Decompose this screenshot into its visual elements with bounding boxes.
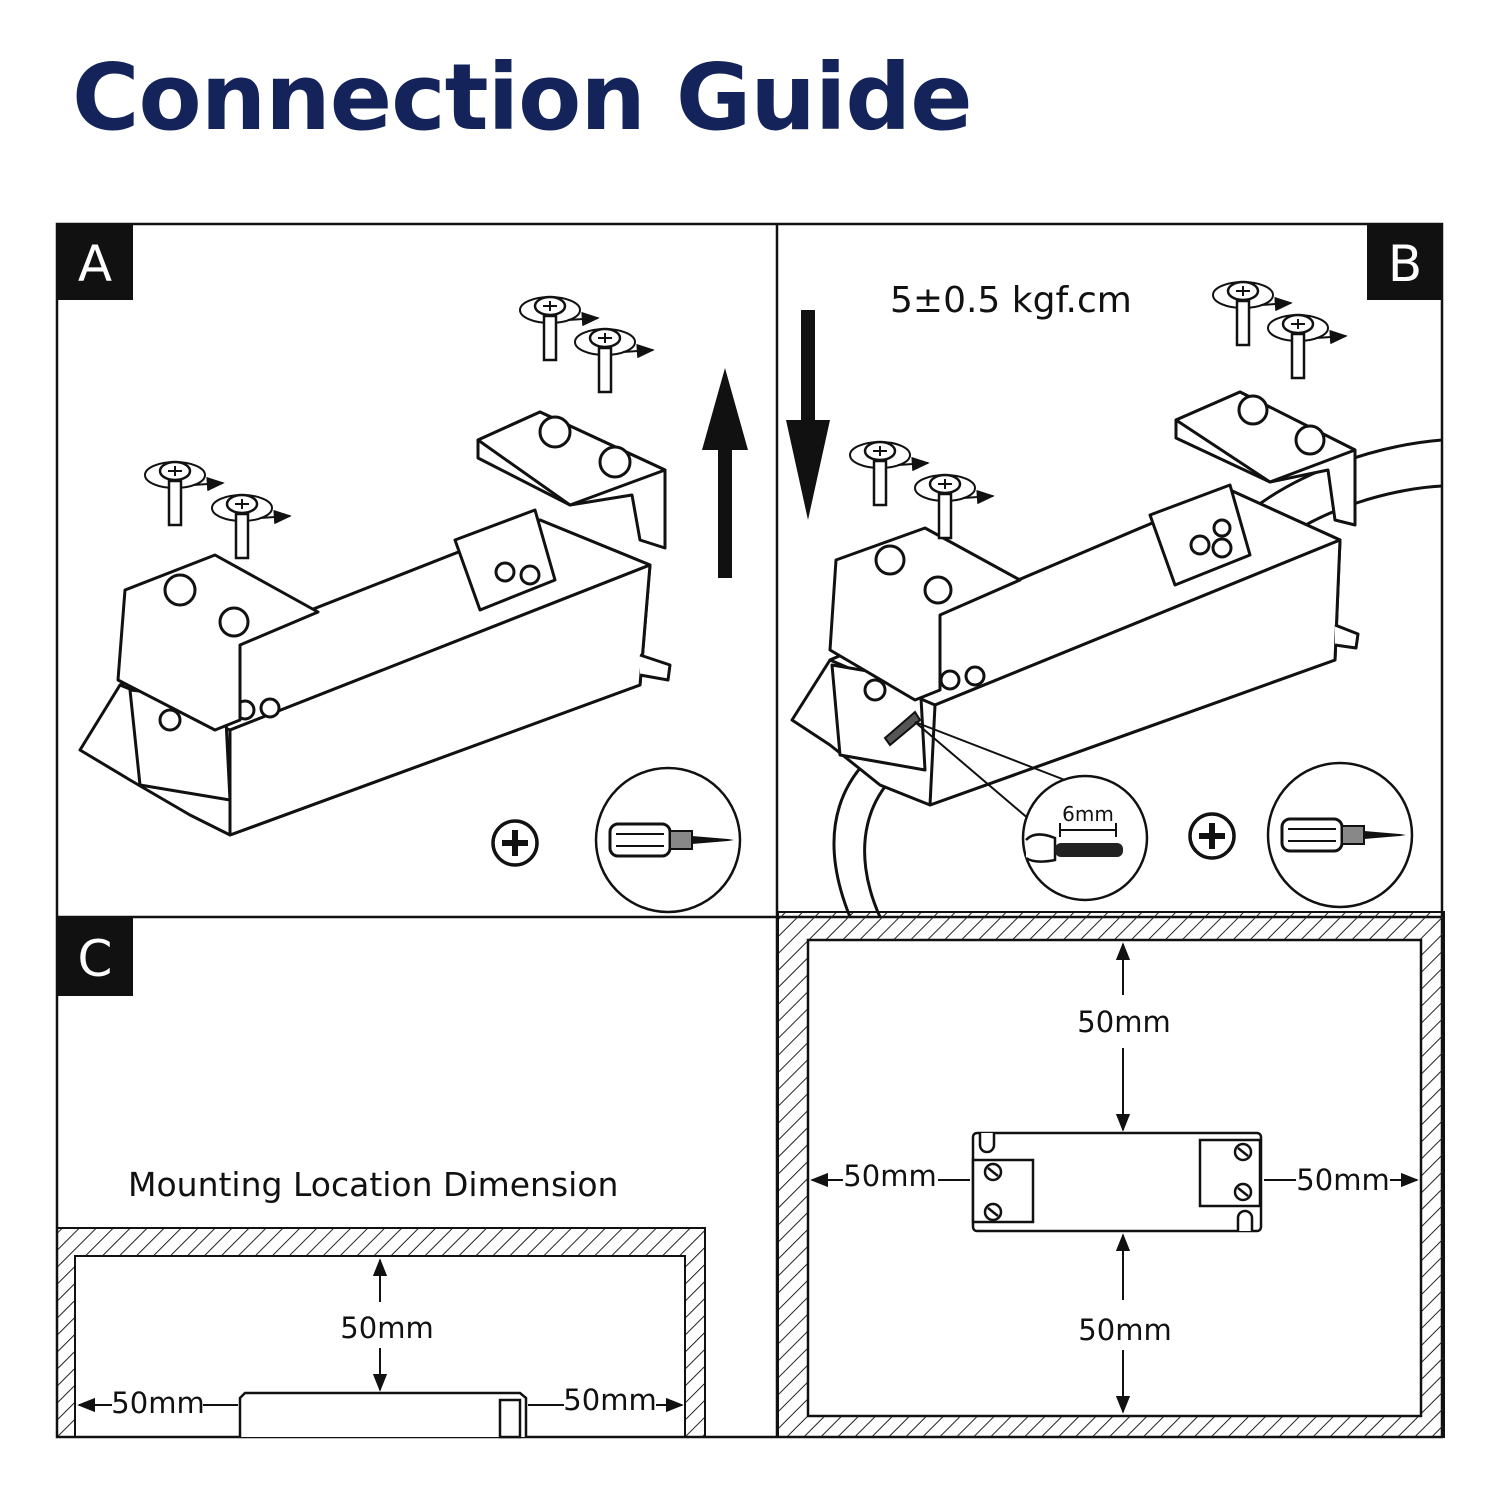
panel-d: 50mm 50mm 50mm 50mm — [777, 911, 1445, 1438]
screw-icon — [145, 462, 223, 525]
phillips-plus-icon — [491, 819, 539, 867]
panel-c-tag-box — [57, 918, 133, 996]
wall-hatch-c — [56, 1227, 706, 1438]
strip-length-label: 6mm — [1062, 802, 1114, 826]
screw-icon — [575, 329, 653, 392]
mounting-caption: Mounting Location Dimension — [128, 1165, 618, 1204]
clearance-top-label-c: 50mm — [340, 1311, 433, 1345]
stripped-wire-icon: 6mm — [1021, 774, 1149, 902]
clamp-cover-a — [476, 410, 667, 550]
clearance-top-label-d: 50mm — [1077, 1005, 1170, 1039]
panel-b-tag: B — [1388, 235, 1422, 293]
screw-icon — [983, 1142, 1253, 1222]
panel-a-tag-box — [57, 224, 133, 300]
panel-b: B 5±0.5 kgf.cm — [786, 224, 1443, 918]
clearance-left-label-d: 50mm — [843, 1159, 936, 1193]
screw-icon — [1213, 282, 1291, 345]
clamp-cover-b — [1174, 390, 1357, 527]
arrow-up-icon — [702, 368, 748, 578]
panel-a-tag: A — [78, 235, 112, 293]
screwdriver-icon — [594, 766, 742, 914]
dimension-lines-c — [77, 1258, 684, 1413]
wire-end — [883, 710, 1071, 821]
driver-top-view-d — [971, 1131, 1263, 1233]
arrow-down-icon — [786, 310, 830, 520]
screw-icon — [850, 442, 928, 505]
panel-a: A — [57, 224, 748, 914]
driver-unit-b — [790, 483, 1360, 807]
screwdriver-icon — [1266, 761, 1414, 909]
dimension-lines-d — [810, 942, 1419, 1414]
clearance-bottom-label-d: 50mm — [1078, 1313, 1171, 1347]
panel-c: C Mounting Location Dimension 50mm 50mm … — [56, 918, 706, 1439]
driver-unit-a — [78, 508, 672, 837]
panel-c-tag: C — [78, 930, 113, 988]
torque-label: 5±0.5 kgf.cm — [890, 280, 1132, 321]
clearance-left-label-c: 50mm — [111, 1386, 204, 1420]
clearance-right-label-d: 50mm — [1296, 1163, 1389, 1197]
clearance-right-label-c: 50mm — [563, 1383, 656, 1417]
driver-outline-c — [238, 1391, 528, 1439]
screw-icon — [520, 297, 598, 360]
screw-icon — [212, 495, 290, 558]
phillips-plus-icon — [1188, 812, 1236, 860]
screw-icon — [1268, 315, 1346, 378]
panel-b-tag-box — [1367, 224, 1442, 300]
page-title: Connection Guide — [72, 44, 973, 151]
